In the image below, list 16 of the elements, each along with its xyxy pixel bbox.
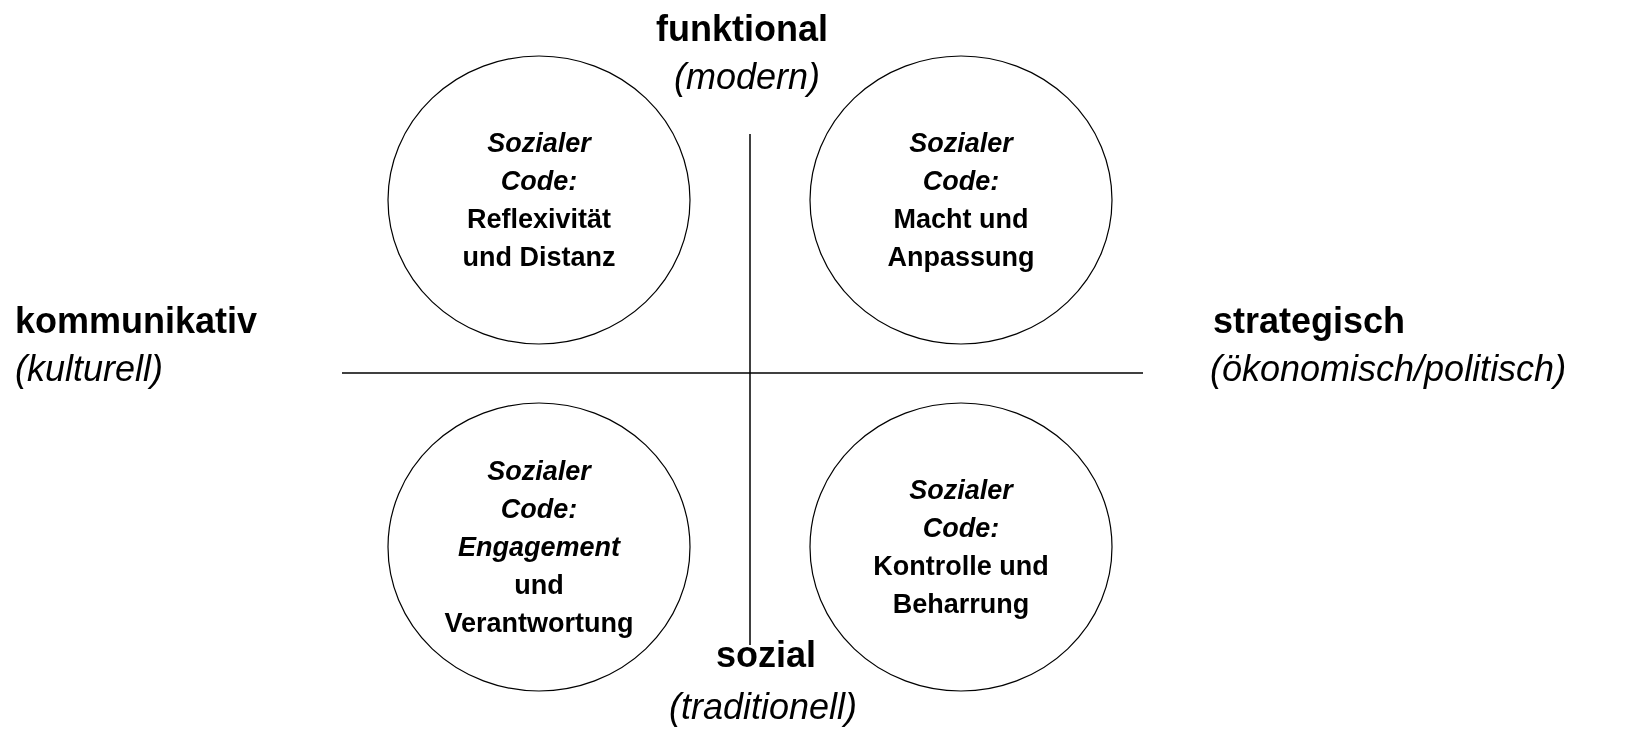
circle-text: Reflexivität und Distanz: [461, 203, 617, 274]
circle-heading: Sozialer Code:: [908, 127, 1015, 198]
circle-heading: Sozialer Code:: [908, 474, 1015, 545]
axis-sublabel: (traditionell): [669, 686, 858, 728]
axis-sublabel: (kulturell): [15, 348, 164, 390]
axis-sublabel: (ökonomisch/politisch): [1210, 348, 1567, 390]
circle-text: Macht und Anpassung: [886, 203, 1036, 274]
axis-label: strategisch: [1213, 300, 1406, 342]
circle-heading: Sozialer Code:: [486, 455, 593, 526]
axis-label: funktional: [656, 8, 828, 50]
axis-label: kommunikativ: [15, 300, 258, 342]
circle-text: Kontrolle und Beharrung: [872, 550, 1050, 621]
circle-text: Engagement und Verantwortung: [444, 531, 634, 640]
axis-sublabel: (modern): [674, 56, 821, 98]
axis-label: sozial: [716, 634, 817, 676]
circle-heading: Sozialer Code:: [486, 127, 593, 198]
